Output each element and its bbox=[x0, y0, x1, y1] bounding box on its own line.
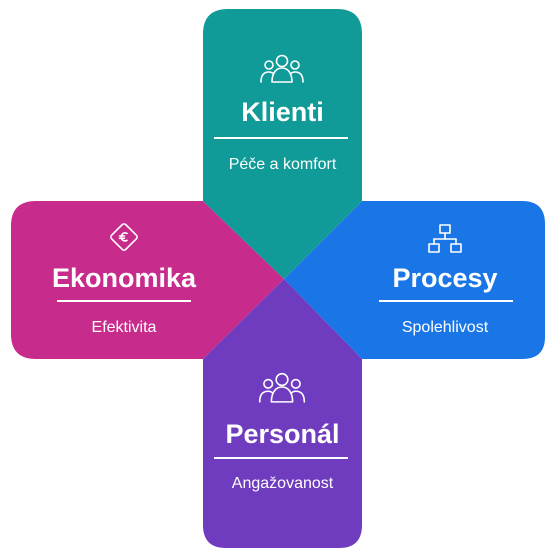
users-group-icon bbox=[260, 54, 304, 83]
block-ekonomika-divider bbox=[57, 300, 191, 302]
block-procesy-title: Procesy bbox=[392, 263, 498, 293]
block-personal-title: Personál bbox=[225, 419, 340, 449]
block-procesy-subtitle: Spolehlivost bbox=[401, 319, 489, 336]
block-procesy-shape bbox=[284, 201, 545, 359]
block-klienti-shape bbox=[203, 9, 362, 279]
org-chart-icon bbox=[428, 224, 462, 253]
block-ekonomika-shape bbox=[11, 201, 284, 359]
block-klienti-subtitle: Péče a komfort bbox=[228, 156, 337, 173]
block-personal-shape bbox=[203, 279, 362, 548]
block-ekonomika-subtitle: Efektivita bbox=[91, 319, 157, 336]
block-personal-divider bbox=[214, 457, 348, 459]
block-ekonomika-title: Ekonomika bbox=[51, 263, 197, 293]
block-personal-subtitle: Angažovanost bbox=[231, 475, 334, 492]
block-procesy-divider bbox=[379, 300, 513, 302]
users-group-icon bbox=[258, 372, 306, 403]
euro-tag-icon bbox=[110, 223, 138, 251]
block-klienti-divider bbox=[214, 137, 348, 139]
block-klienti-title: Klienti bbox=[241, 97, 324, 127]
